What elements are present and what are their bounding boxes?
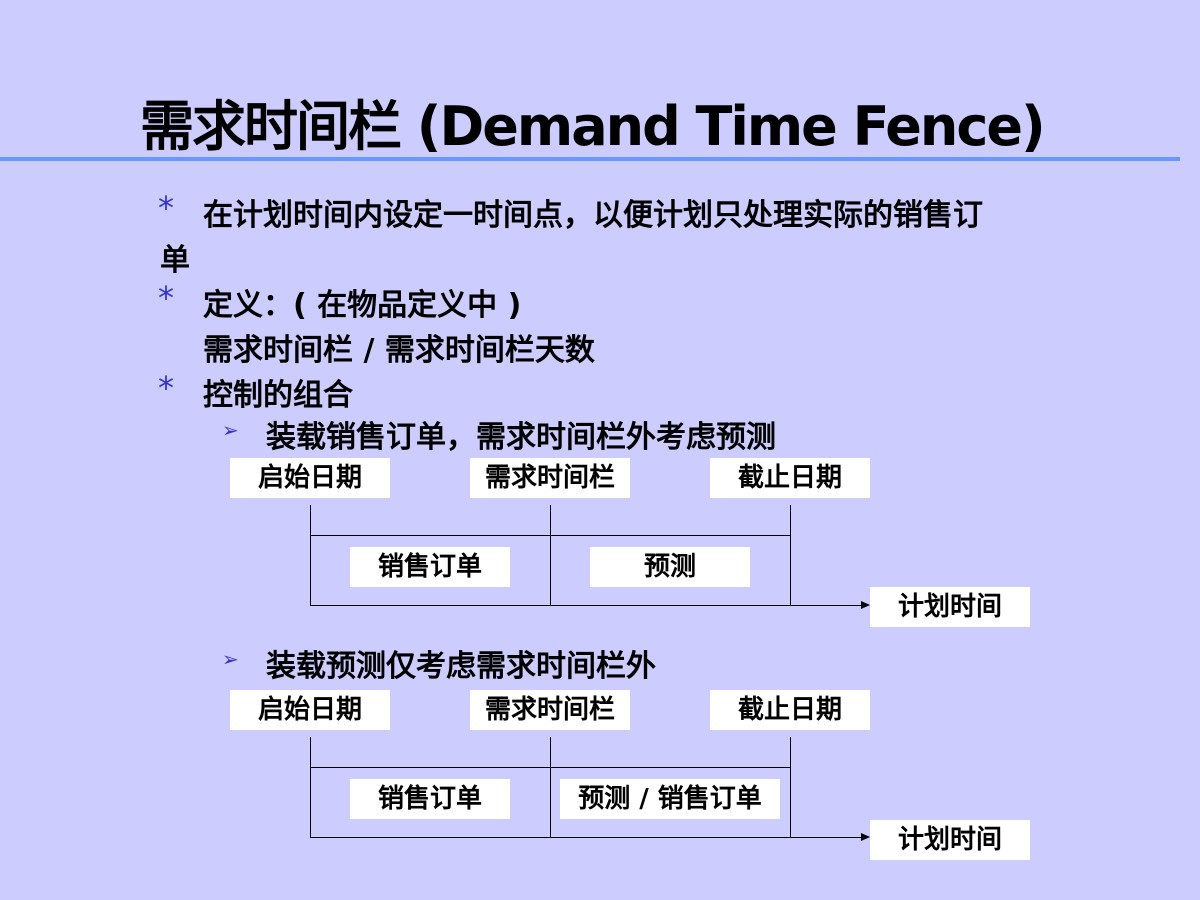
axis-label: 计划时间 (870, 820, 1030, 860)
sub-bullet-1: 装载销售订单，需求时间栏外考虑预测 (266, 420, 776, 455)
period-line (310, 767, 790, 768)
fence-label: 需求时间栏 (470, 690, 630, 730)
end-date-label: 截止日期 (710, 690, 870, 730)
bullet-2-line1: 定义：( 在物品定义中 ) (203, 288, 522, 323)
arrow-bullet-icon: ➢ (222, 647, 239, 671)
time-axis (310, 837, 862, 838)
outside-fence-label: 预测 (590, 547, 750, 587)
bullet-1-line2: 单 (160, 243, 190, 278)
asterisk-bullet-icon: * (158, 369, 174, 407)
start-date-label: 启始日期 (230, 458, 390, 498)
start-line (310, 737, 311, 837)
inside-fence-label: 销售订单 (350, 547, 510, 587)
bullet-3-line1: 控制的组合 (203, 378, 353, 413)
asterisk-bullet-icon: * (158, 279, 174, 317)
asterisk-bullet-icon: * (158, 189, 174, 227)
title-divider (0, 157, 1180, 161)
axis-arrow-icon (861, 601, 870, 609)
axis-arrow-icon (861, 833, 870, 841)
period-line (310, 535, 790, 536)
sub-bullet-2: 装载预测仅考虑需求时间栏外 (266, 649, 656, 684)
slide-title: 需求时间栏 (Demand Time Fence) (140, 95, 1046, 158)
bullet-1-line1: 在计划时间内设定一时间点，以便计划只处理实际的销售订 (203, 198, 983, 233)
end-date-label: 截止日期 (710, 458, 870, 498)
start-line (310, 505, 311, 605)
outside-fence-label: 预测 / 销售订单 (560, 779, 780, 819)
end-line (790, 505, 791, 605)
time-axis (310, 605, 862, 606)
axis-label: 计划时间 (870, 587, 1030, 627)
fence-line (550, 505, 551, 605)
bullet-2-line2: 需求时间栏 / 需求时间栏天数 (203, 333, 595, 368)
inside-fence-label: 销售订单 (350, 779, 510, 819)
fence-label: 需求时间栏 (470, 458, 630, 498)
arrow-bullet-icon: ➢ (222, 418, 239, 442)
fence-line (550, 737, 551, 837)
start-date-label: 启始日期 (230, 690, 390, 730)
end-line (790, 737, 791, 837)
